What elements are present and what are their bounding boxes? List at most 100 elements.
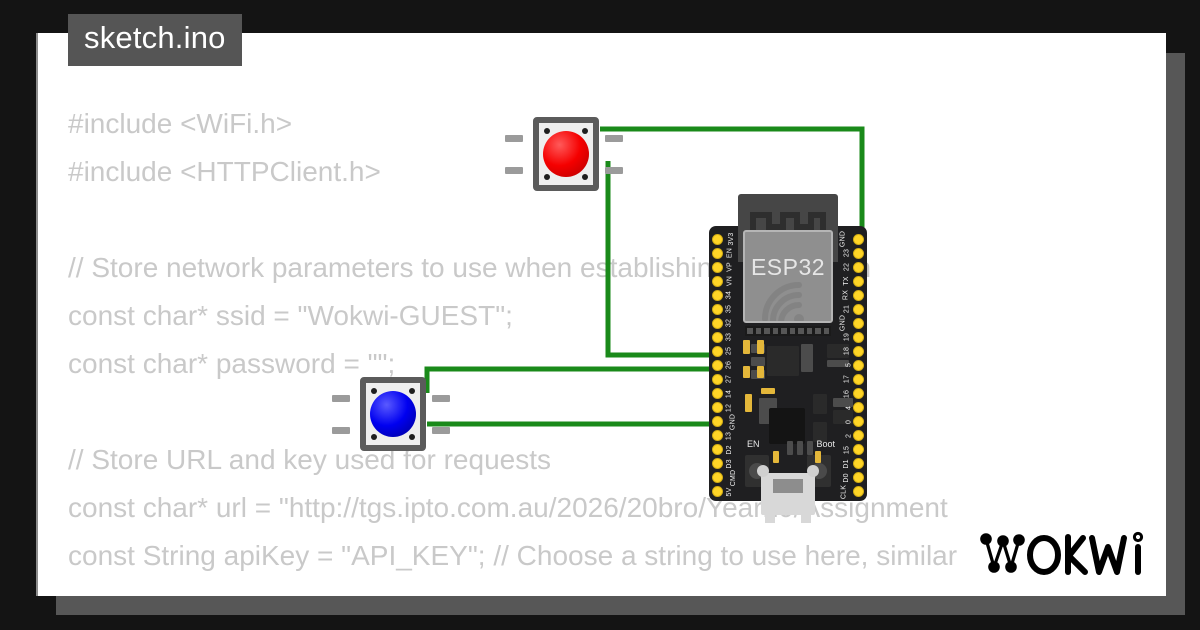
pin-pad-icon[interactable]: [853, 345, 864, 357]
pin-pad-icon[interactable]: [853, 317, 864, 329]
pin-pad-icon[interactable]: [853, 472, 864, 484]
pin-pad-icon[interactable]: [712, 388, 723, 400]
pin-pad-icon[interactable]: [853, 458, 864, 470]
pin-pad-icon[interactable]: [853, 359, 864, 371]
esp32-pin-4-right-12[interactable]: 4: [839, 401, 867, 415]
pin-pad-icon[interactable]: [853, 430, 864, 442]
pin-pad-icon[interactable]: [853, 388, 864, 400]
pin-label: TX: [842, 276, 850, 286]
esp32-pin-14-left-11[interactable]: 14: [709, 387, 737, 401]
pin-label: RX: [842, 290, 850, 301]
pin-pad-icon[interactable]: [712, 289, 723, 301]
esp32-pin-vp-left-2[interactable]: VP: [709, 260, 737, 274]
esp32-pin-cmd-left-17[interactable]: CMD: [709, 470, 737, 486]
esp32-pin-gnd-right-6[interactable]: GND: [839, 315, 867, 332]
esp32-pin-5-right-9[interactable]: 5: [839, 358, 867, 372]
pin-pad-icon[interactable]: [712, 303, 723, 315]
esp32-pin-2-right-14[interactable]: 2: [839, 429, 867, 443]
pushbutton-blue[interactable]: [332, 371, 450, 457]
pin-pad-icon[interactable]: [712, 444, 723, 456]
esp32-pin-clk-right-18[interactable]: CLK: [839, 485, 867, 499]
pin-pad-icon[interactable]: [712, 359, 723, 371]
pin-pad-icon[interactable]: [853, 289, 864, 301]
esp32-pin-0-right-13[interactable]: 0: [839, 415, 867, 429]
esp32-pin-32-left-6[interactable]: 32: [709, 316, 737, 330]
esp32-pin-gnd-left-13[interactable]: GND: [709, 414, 737, 430]
wire-red-to-pin25[interactable]: [605, 161, 716, 358]
esp32-pin-26-left-9[interactable]: 26: [709, 358, 737, 372]
pin-label: VN: [726, 276, 734, 287]
pin-pad-icon[interactable]: [712, 317, 723, 329]
pin-pad-icon[interactable]: [853, 486, 864, 498]
esp32-devkit-board[interactable]: ESP32: [709, 194, 867, 523]
esp32-pin-22-right-2[interactable]: 22: [839, 260, 867, 274]
pin-pad-icon[interactable]: [853, 444, 864, 456]
pin-label: 22: [843, 263, 851, 272]
esp32-pin-23-right-1[interactable]: 23: [839, 246, 867, 260]
pin-pad-icon[interactable]: [712, 345, 723, 357]
esp32-pin-rx-right-4[interactable]: RX: [839, 288, 867, 302]
esp32-pin-35-left-5[interactable]: 35: [709, 302, 737, 316]
pin-label: D2: [726, 445, 734, 455]
wire-red-to-gnd[interactable]: [600, 126, 865, 236]
micro-usb-connector[interactable]: [757, 465, 819, 523]
esp32-pin-d1-right-16[interactable]: D1: [839, 457, 867, 471]
esp32-pin-16-right-11[interactable]: 16: [839, 387, 867, 401]
esp32-pin-en-left-1[interactable]: EN: [709, 246, 737, 260]
esp32-pin-vn-left-3[interactable]: VN: [709, 274, 737, 288]
pin-pad-icon[interactable]: [712, 331, 723, 343]
pin-pad-icon[interactable]: [712, 430, 723, 442]
esp32-pin-5v-left-18[interactable]: 5V: [709, 485, 737, 499]
esp32-pin-gnd-right-0[interactable]: GND: [839, 231, 867, 247]
pin-pad-icon[interactable]: [712, 402, 723, 414]
pushbutton-blue-cap[interactable]: [370, 391, 416, 437]
pin-pad-icon[interactable]: [712, 261, 723, 273]
tab-sketch-ino[interactable]: sketch.ino: [68, 14, 242, 66]
pin-pad-icon[interactable]: [853, 275, 864, 287]
pin-pad-icon[interactable]: [712, 472, 723, 484]
esp32-pin-12-left-12[interactable]: 12: [709, 401, 737, 415]
esp32-pin-d3-left-16[interactable]: D3: [709, 457, 737, 471]
pin-pad-icon[interactable]: [853, 373, 864, 385]
esp32-pin-tx-right-3[interactable]: TX: [839, 274, 867, 288]
esp32-pin-33-left-7[interactable]: 33: [709, 330, 737, 344]
pin-pad-icon[interactable]: [853, 233, 864, 245]
esp32-pin-17-right-10[interactable]: 17: [839, 372, 867, 386]
pin-label: GND: [839, 315, 847, 332]
pin-pad-icon[interactable]: [712, 486, 723, 498]
esp32-pin-d2-left-15[interactable]: D2: [709, 443, 737, 457]
screw-icon: [409, 388, 415, 394]
esp32-pin-19-right-7[interactable]: 19: [839, 330, 867, 344]
wire-blue-to-pin26[interactable]: [424, 366, 716, 393]
esp32-pin-13-left-14[interactable]: 13: [709, 429, 737, 443]
pin-pad-icon[interactable]: [853, 402, 864, 414]
esp32-pin-d0-right-17[interactable]: D0: [839, 471, 867, 485]
esp32-pin-18-right-8[interactable]: 18: [839, 344, 867, 358]
pin-pad-icon[interactable]: [853, 261, 864, 273]
esp32-pin-15-right-15[interactable]: 15: [839, 443, 867, 457]
leg-top-right: [605, 135, 623, 142]
pin-pad-icon[interactable]: [853, 416, 864, 428]
esp32-pin-25-left-8[interactable]: 25: [709, 344, 737, 358]
pin-label: 25: [725, 347, 733, 356]
pin-pad-icon[interactable]: [712, 373, 723, 385]
esp32-pin-3v3-left-0[interactable]: 3V3: [709, 232, 737, 246]
leg-bottom-right: [605, 167, 623, 174]
pin-label: 27: [725, 375, 733, 384]
esp32-pin-34-left-4[interactable]: 34: [709, 288, 737, 302]
pin-pad-icon[interactable]: [712, 247, 723, 259]
esp32-pin-27-left-10[interactable]: 27: [709, 372, 737, 386]
pin-pad-icon[interactable]: [853, 303, 864, 315]
pin-pad-icon[interactable]: [712, 275, 723, 287]
pin-pad-icon[interactable]: [712, 458, 723, 470]
pin-pad-icon[interactable]: [712, 233, 723, 245]
pushbutton-red-cap[interactable]: [543, 131, 589, 177]
pin-pad-icon[interactable]: [853, 331, 864, 343]
pin-pad-icon[interactable]: [853, 247, 864, 259]
esp32-pin-21-right-5[interactable]: 21: [839, 302, 867, 316]
pushbutton-red[interactable]: [505, 111, 623, 197]
pin-pad-icon[interactable]: [712, 416, 723, 428]
